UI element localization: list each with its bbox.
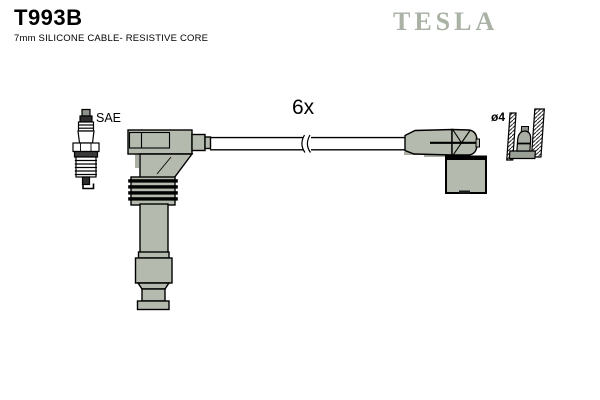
terminal-detail-icon [506, 108, 545, 161]
quantity-label: 6x [292, 96, 315, 119]
diameter-label: ø4 [491, 110, 505, 124]
spark-plug-icon [72, 108, 100, 190]
sae-label: SAE [96, 111, 121, 125]
tesla-logo: TESLA [393, 7, 499, 36]
part-number: T993B [14, 5, 83, 30]
cable [210, 134, 405, 153]
terminal-base [508, 150, 537, 160]
right-boot-connector [404, 128, 487, 194]
right-boot-shadow-2 [424, 154, 448, 157]
cable-break-icon [301, 134, 311, 153]
section-wall-right [530, 108, 545, 158]
section-wall-left [506, 112, 517, 161]
left-boot-shadow [135, 154, 139, 168]
cable-spec-subtitle: 7mm SILICONE CABLE- RESISTIVE CORE [14, 33, 209, 44]
terminal-body [516, 130, 532, 152]
left-boot-connector [127, 129, 212, 311]
